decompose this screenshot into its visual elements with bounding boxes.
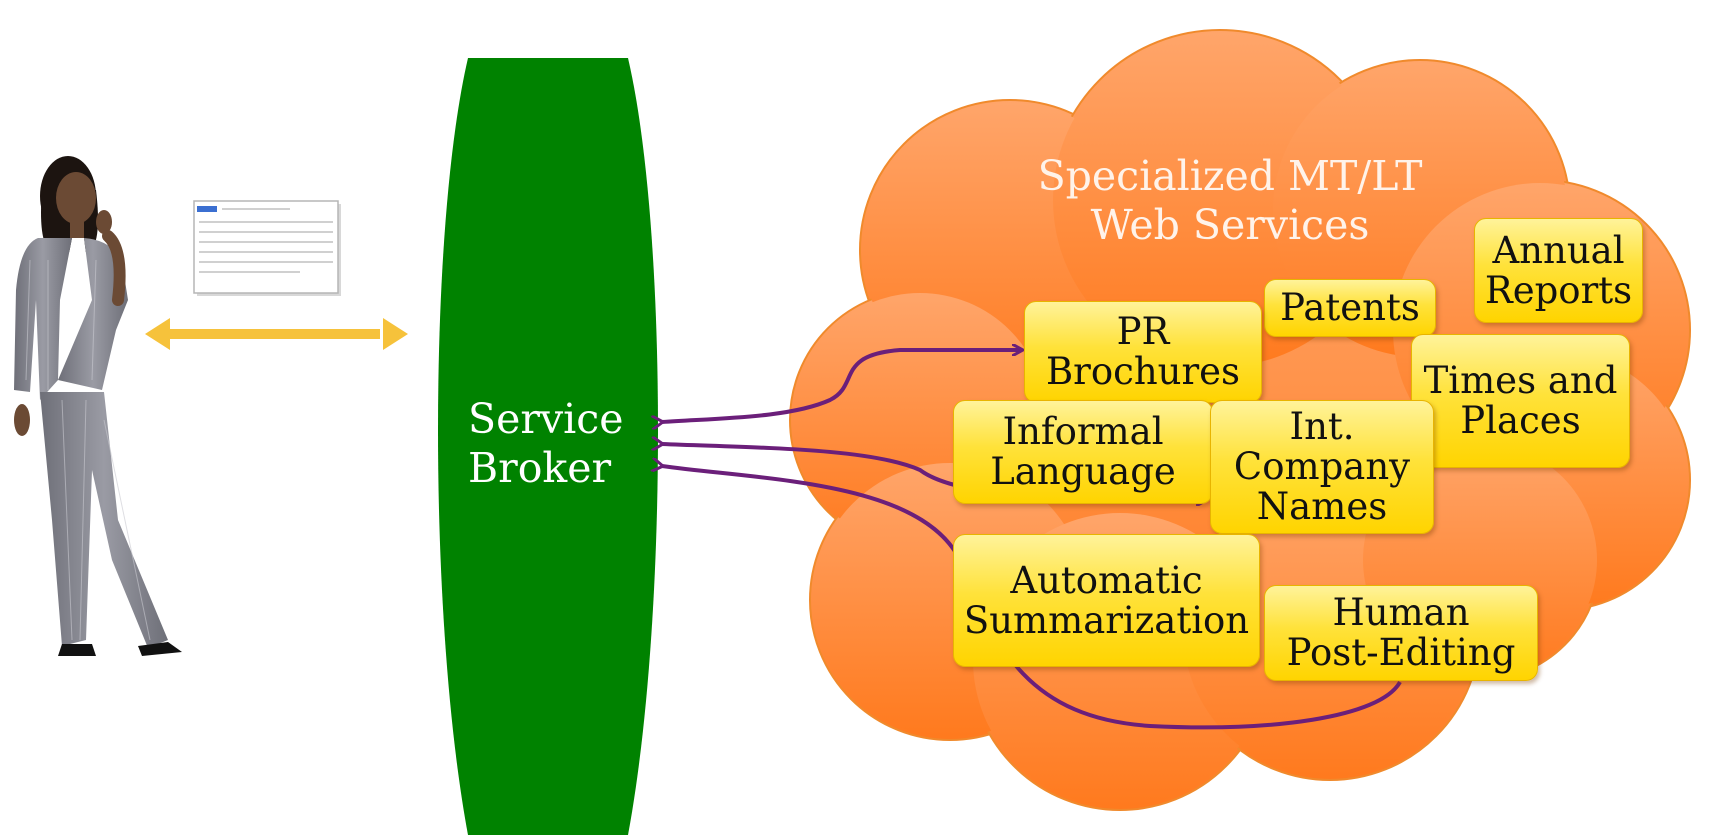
service-broker-label: Service Broker — [468, 395, 628, 493]
service-automatic-summarization: Automatic Summarization — [953, 534, 1260, 667]
informal-line-1: Informal — [1002, 410, 1164, 454]
service-times-and-places: Times and Places — [1411, 334, 1630, 468]
broker-line-1: Service — [468, 395, 624, 443]
document-thumbnail-icon — [193, 200, 341, 296]
patents-line-1: Patents — [1280, 286, 1420, 330]
times-line-1: Times and — [1423, 359, 1618, 403]
service-int-company-names: Int. Company Names — [1210, 400, 1434, 534]
autosum-line-1: Automatic — [1010, 558, 1203, 602]
annual-line-2: Reports — [1484, 268, 1633, 312]
cloud-title-line-2: Web Services — [1090, 201, 1370, 250]
service-patents: Patents — [1264, 279, 1436, 337]
service-pr-brochures: PR Brochures — [1024, 301, 1262, 403]
informal-line-2: Language — [990, 450, 1176, 493]
intco-line-1: Int. — [1289, 405, 1355, 449]
service-human-post-editing: Human Post-Editing — [1264, 585, 1538, 681]
pr-line-1: PR — [1116, 310, 1170, 354]
woman-on-phone-icon — [14, 156, 182, 656]
service-broker-shape — [438, 58, 658, 835]
autosum-line-2: Summarization — [963, 598, 1250, 642]
arrow-to-pr-brochures — [662, 350, 1022, 422]
annual-line-1: Annual — [1492, 228, 1625, 272]
times-line-2: Places — [1460, 399, 1581, 442]
service-informal-language: Informal Language — [953, 400, 1213, 504]
broker-line-2: Broker — [468, 444, 612, 493]
postedit-line-1: Human — [1332, 591, 1470, 635]
double-arrow-icon — [145, 318, 408, 350]
cloud-title: Specialized MT/LT Web Services — [1000, 152, 1460, 250]
pr-line-2: Brochures — [1045, 350, 1241, 393]
intco-line-2: Company — [1233, 445, 1411, 489]
cloud-title-line-1: Specialized MT/LT — [1037, 152, 1423, 200]
intco-line-3: Names — [1256, 484, 1388, 528]
postedit-line-2: Post-Editing — [1286, 631, 1516, 674]
service-annual-reports: Annual Reports — [1474, 218, 1643, 323]
